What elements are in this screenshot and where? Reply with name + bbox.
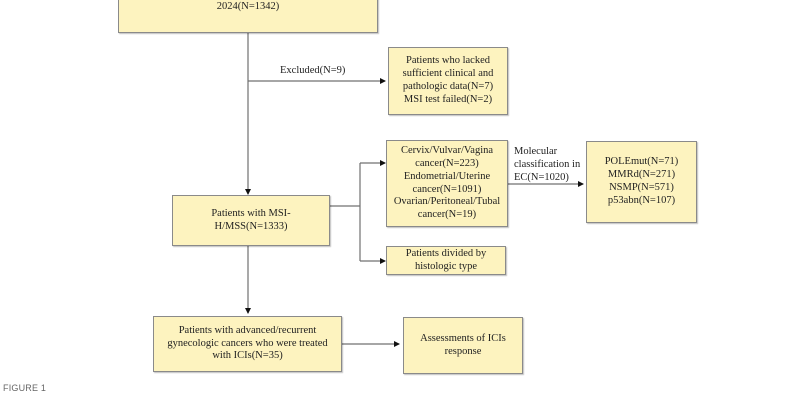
node-histologic: Patients divided by histologic type [386, 246, 506, 275]
node-cancer-types-text: Cervix/Vulvar/Vagina cancer(N=223) Endom… [393, 145, 501, 221]
node-ici-response-text: Assessments of ICIs response [420, 332, 506, 357]
node-cancer-types: Cervix/Vulvar/Vagina cancer(N=223) Endom… [386, 140, 508, 227]
edge-label-molecular: Molecular classification in EC(N=1020) [514, 146, 581, 184]
node-excluded-detail-text: Patients who lacked sufficient clinical … [402, 55, 494, 105]
node-enrolled: 2024(N=1342) [118, 0, 378, 33]
edge-label-excluded: Excluded(N=9) [280, 65, 346, 76]
node-ici-response: Assessments of ICIs response [403, 317, 523, 374]
node-excluded-detail: Patients who lacked sufficient clinical … [388, 47, 508, 115]
node-molecular-text: POLEmut(N=71) MMRd(N=271) NSMP(N=571) p5… [604, 156, 679, 206]
node-molecular: POLEmut(N=71) MMRd(N=271) NSMP(N=571) p5… [586, 141, 697, 223]
node-ici-treated-text: Patients with advanced/recurrent gynecol… [167, 324, 328, 362]
node-ici-treated: Patients with advanced/recurrent gynecol… [153, 316, 342, 372]
figure-label: FIGURE 1 [3, 383, 47, 393]
node-histologic-text: Patients divided by histologic type [405, 247, 487, 272]
node-enrolled-text: 2024(N=1342) [216, 1, 280, 13]
node-msi-mss: Patients with MSI- H/MSS(N=1333) [172, 195, 330, 246]
node-msi-mss-text: Patients with MSI- H/MSS(N=1333) [211, 207, 291, 232]
